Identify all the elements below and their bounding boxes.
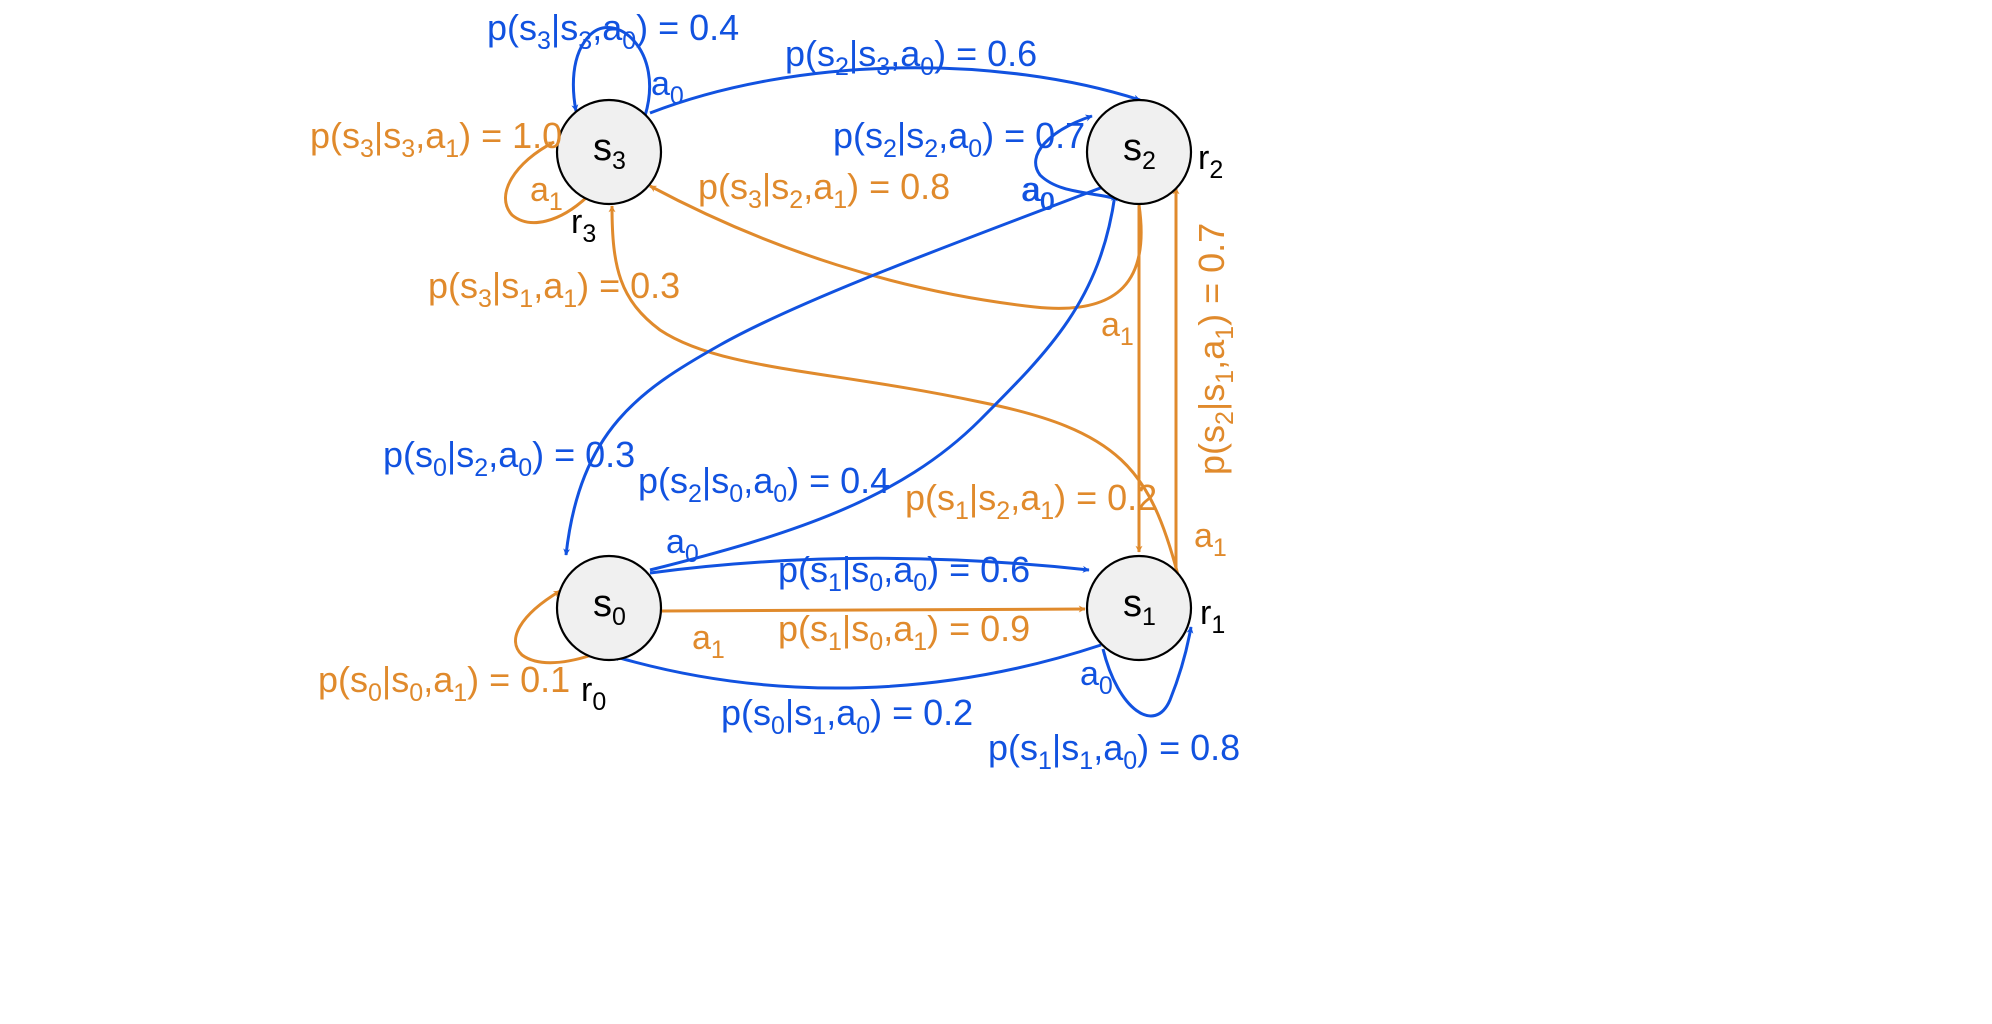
prob-label-s2-to-s3-a1: p(s3|s2,a1) = 0.8 — [698, 166, 950, 214]
prob-label-s2-to-s0-a0: p(s0|s2,a0) = 0.3 — [383, 434, 635, 482]
state-s2-circle — [1085, 98, 1193, 206]
prob-label-s1-to-s3-a1: p(s3|s1,a1) = 0.3 — [428, 265, 680, 313]
edge-s1-to-s0-a0 — [612, 643, 1102, 690]
reward-s2: r2 — [1198, 139, 1223, 184]
prob-label-s2-to-s2-a0: p(s2|s2,a0) = 0.7 — [833, 115, 1085, 163]
edge-s1-to-s1-a0 — [1101, 626, 1194, 718]
state-s1: s1 — [1085, 554, 1193, 662]
reward-s0: r0 — [581, 671, 606, 716]
action-label-a1: a1 — [530, 171, 563, 216]
prob-label-s3-to-s2-a0: p(s2|s3,a0) = 0.6 — [785, 33, 1037, 81]
action-label-a1: a1 — [1101, 306, 1134, 351]
reward-s1: r1 — [1200, 594, 1225, 639]
edge-s1-to-s3-a1 — [608, 205, 1180, 576]
edge-s2-to-s3-a1 — [649, 184, 1143, 310]
state-s1-label: s1 — [1123, 583, 1156, 631]
edge-s0-to-s2-a0 — [649, 194, 1118, 572]
state-s1-circle — [1085, 554, 1193, 662]
prob-label-s1-to-s1-a0: p(s1|s1,a0) = 0.8 — [988, 727, 1240, 775]
action-label-a0: a0 — [1021, 171, 1054, 216]
state-s3-circle — [555, 98, 663, 206]
action-label-a1: a1 — [692, 619, 725, 664]
edge-s0-to-s0-a1 — [514, 589, 593, 665]
prob-label-s0-to-s2-a0: p(s2|s0,a0) = 0.4 — [638, 460, 890, 508]
transition-edges — [504, 26, 1194, 718]
state-s0-circle — [555, 554, 663, 662]
state-s2-label: s2 — [1123, 127, 1156, 175]
edge-s0-to-s1-a0 — [649, 556, 1090, 575]
edge-s0-to-s1-a1 — [661, 605, 1086, 613]
action-label-a0: a0 — [651, 65, 684, 110]
state-nodes: s0 s1 s2 s3 — [555, 98, 1193, 662]
action-label-a0: a0 — [1080, 655, 1113, 700]
state-s0: s0 — [555, 554, 663, 662]
edge-s3-to-s2-a0 — [649, 66, 1141, 115]
state-s3: s3 — [555, 98, 663, 206]
prob-label-s1-to-s0-a0: p(s0|s1,a0) = 0.2 — [721, 692, 973, 740]
action-label-a0: a0 — [1022, 171, 1055, 216]
prob-label-s1-to-s2-a1-group: p(s2|s1,a1) = 0.7 — [1191, 223, 1239, 475]
transition-labels: p(s3|s3,a0) = 0.4 p(s2|s3,a0) = 0.6 p(s3|s… — [310, 7, 1240, 775]
action-label-a0: a0 — [666, 523, 699, 568]
prob-label-s0-to-s1-a1: p(s1|s0,a1) = 0.9 — [778, 608, 1030, 656]
edge-s3-to-s3-a1 — [504, 140, 589, 224]
edge-s3-to-s3-a0 — [571, 26, 652, 117]
prob-label-s3-to-s3-a1: p(s3|s3,a1) = 1.0 — [310, 115, 562, 163]
state-s3-label: s3 — [593, 127, 626, 175]
prob-label-s1-to-s2-a1: p(s2|s1,a1) = 0.7 — [1191, 223, 1239, 475]
state-s2: s2 — [1085, 98, 1193, 206]
prob-label-s0-to-s0-a1: p(s0|s0,a1) = 0.1 — [318, 659, 570, 707]
reward-labels: r0 r1 r2 r3 — [571, 139, 1225, 716]
prob-label-s0-to-s1-a0: p(s1|s0,a0) = 0.6 — [778, 549, 1030, 597]
state-s0-label: s0 — [593, 583, 626, 631]
reward-s3: r3 — [571, 203, 596, 248]
prob-label-s2-to-s1-a1: p(s1|s2,a1) = 0.2 — [905, 477, 1157, 525]
action-label-a1: a1 — [1194, 517, 1227, 562]
prob-label-s3-to-s3-a0: p(s3|s3,a0) = 0.4 — [487, 7, 739, 55]
edge-s2-to-s0-a0 — [563, 185, 1104, 556]
